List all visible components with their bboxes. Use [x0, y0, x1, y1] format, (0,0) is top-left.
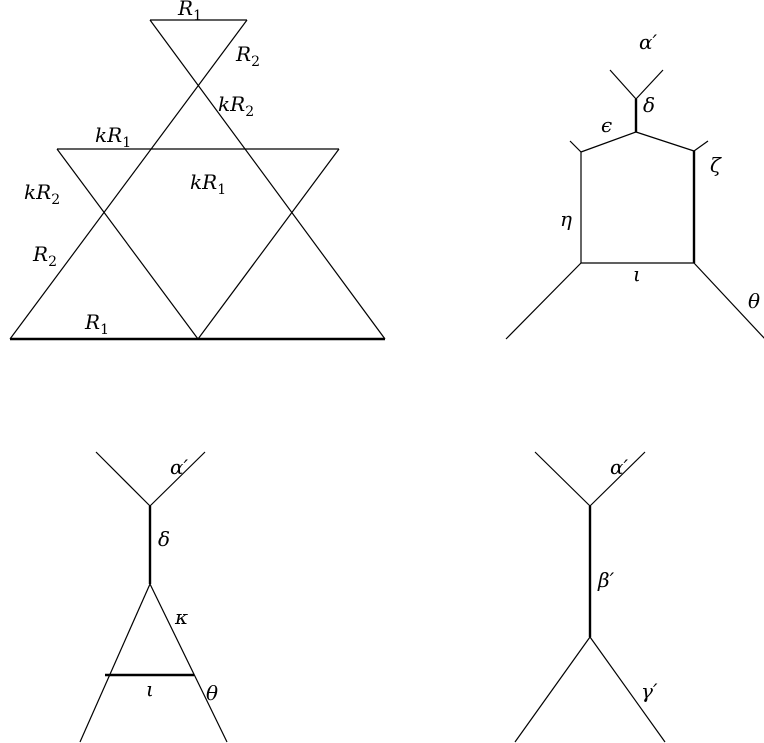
edge: [569, 140, 582, 153]
edge: [505, 262, 582, 340]
label-zeta: ζ: [710, 153, 722, 177]
edge: [79, 583, 151, 743]
label-iota: ι: [633, 262, 641, 286]
label-eta: η: [560, 207, 572, 231]
edge: [149, 19, 386, 340]
edge: [635, 131, 695, 152]
label-kappa: κ: [174, 605, 188, 629]
label-delta: δ: [643, 93, 655, 117]
edge: [609, 69, 637, 100]
edge: [149, 583, 228, 743]
edge: [197, 148, 340, 340]
edge: [635, 69, 664, 100]
diagram-h-vertex: α′ β′ γ′: [514, 451, 666, 743]
label-theta: θ: [748, 289, 760, 313]
edge: [9, 19, 248, 340]
diagram-triangles: R1 R2 kR2 kR1 kR2 kR1 R2 R1: [9, 0, 386, 341]
label-delta: δ: [158, 527, 170, 551]
label-iota: ι: [146, 677, 154, 701]
label-theta: θ: [206, 681, 218, 705]
edge: [149, 451, 206, 507]
label-r2-top: R2: [235, 42, 260, 70]
label-kr2-left: kR2: [24, 180, 60, 208]
edge: [534, 451, 591, 507]
edge: [589, 636, 666, 743]
label-r1-top: R1: [177, 0, 202, 24]
edge: [56, 148, 199, 340]
label-kr1-inner: kR1: [190, 170, 226, 198]
label-beta: β′: [597, 568, 615, 592]
label-gamma: γ′: [641, 679, 658, 703]
label-alpha: α′: [639, 30, 658, 54]
edge: [693, 262, 764, 339]
edge: [589, 451, 646, 507]
label-epsilon: ϵ: [601, 113, 612, 137]
label-kr2-upper: kR2: [218, 92, 254, 120]
edge: [95, 451, 151, 507]
edge: [693, 140, 709, 152]
edge: [514, 636, 591, 743]
label-alpha: α′: [610, 455, 629, 479]
diagram-pentagon: α′ δ ϵ ζ η ι θ: [505, 30, 764, 340]
label-r2-left: R2: [32, 242, 57, 270]
edge: [580, 131, 637, 153]
label-r1-bottom: R1: [84, 310, 109, 338]
label-kr1-upper: kR1: [95, 123, 131, 151]
diagram-fork-triangle: α′ δ κ ι θ: [79, 451, 228, 743]
label-alpha: α′: [170, 455, 189, 479]
